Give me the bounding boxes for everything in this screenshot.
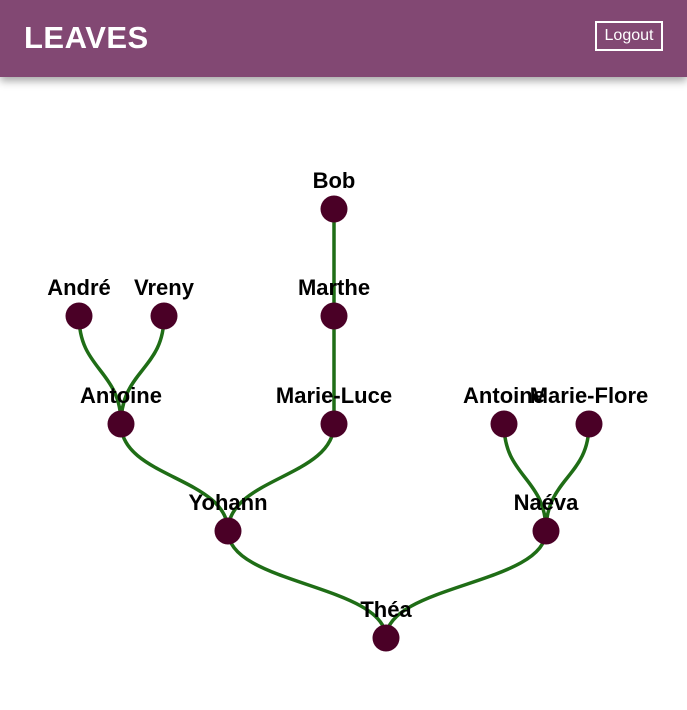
tree-link <box>502 423 548 532</box>
person-node-antoine2[interactable] <box>490 410 518 438</box>
person-node-marie-flore[interactable] <box>575 410 603 438</box>
person-name-yohann: Yohann <box>188 490 267 515</box>
tree-link <box>226 530 388 639</box>
person-node-marie-luce[interactable] <box>320 410 348 438</box>
tree-link <box>77 315 123 425</box>
person-name-naeva: Naéva <box>514 490 580 515</box>
tree-nodes <box>65 195 603 652</box>
person-name-antoine1: Antoine <box>80 383 162 408</box>
person-node-marthe[interactable] <box>320 302 348 330</box>
person-name-vreny: Vreny <box>134 275 195 300</box>
person-name-bob: Bob <box>313 168 356 193</box>
tree-link <box>119 315 166 425</box>
tree-link <box>226 423 336 532</box>
person-name-marie-flore: Marie-Flore <box>530 383 649 408</box>
person-node-vreny[interactable] <box>150 302 178 330</box>
person-name-thea: Théa <box>360 597 412 622</box>
person-name-andre: André <box>47 275 111 300</box>
person-node-naeva[interactable] <box>532 517 560 545</box>
tree-link <box>384 530 548 639</box>
person-node-antoine1[interactable] <box>107 410 135 438</box>
tree-link <box>119 423 230 532</box>
person-name-marie-luce: Marie-Luce <box>276 383 392 408</box>
person-name-antoine2: Antoine <box>463 383 545 408</box>
person-node-andre[interactable] <box>65 302 93 330</box>
person-node-yohann[interactable] <box>214 517 242 545</box>
logout-button[interactable]: Logout <box>595 21 663 51</box>
person-name-marthe: Marthe <box>298 275 370 300</box>
app-header: LEAVES Logout <box>0 0 687 77</box>
tree-links <box>77 209 591 639</box>
person-node-bob[interactable] <box>320 195 348 223</box>
app-title: LEAVES <box>24 20 149 55</box>
person-node-thea[interactable] <box>372 624 400 652</box>
tree-link <box>544 423 591 532</box>
